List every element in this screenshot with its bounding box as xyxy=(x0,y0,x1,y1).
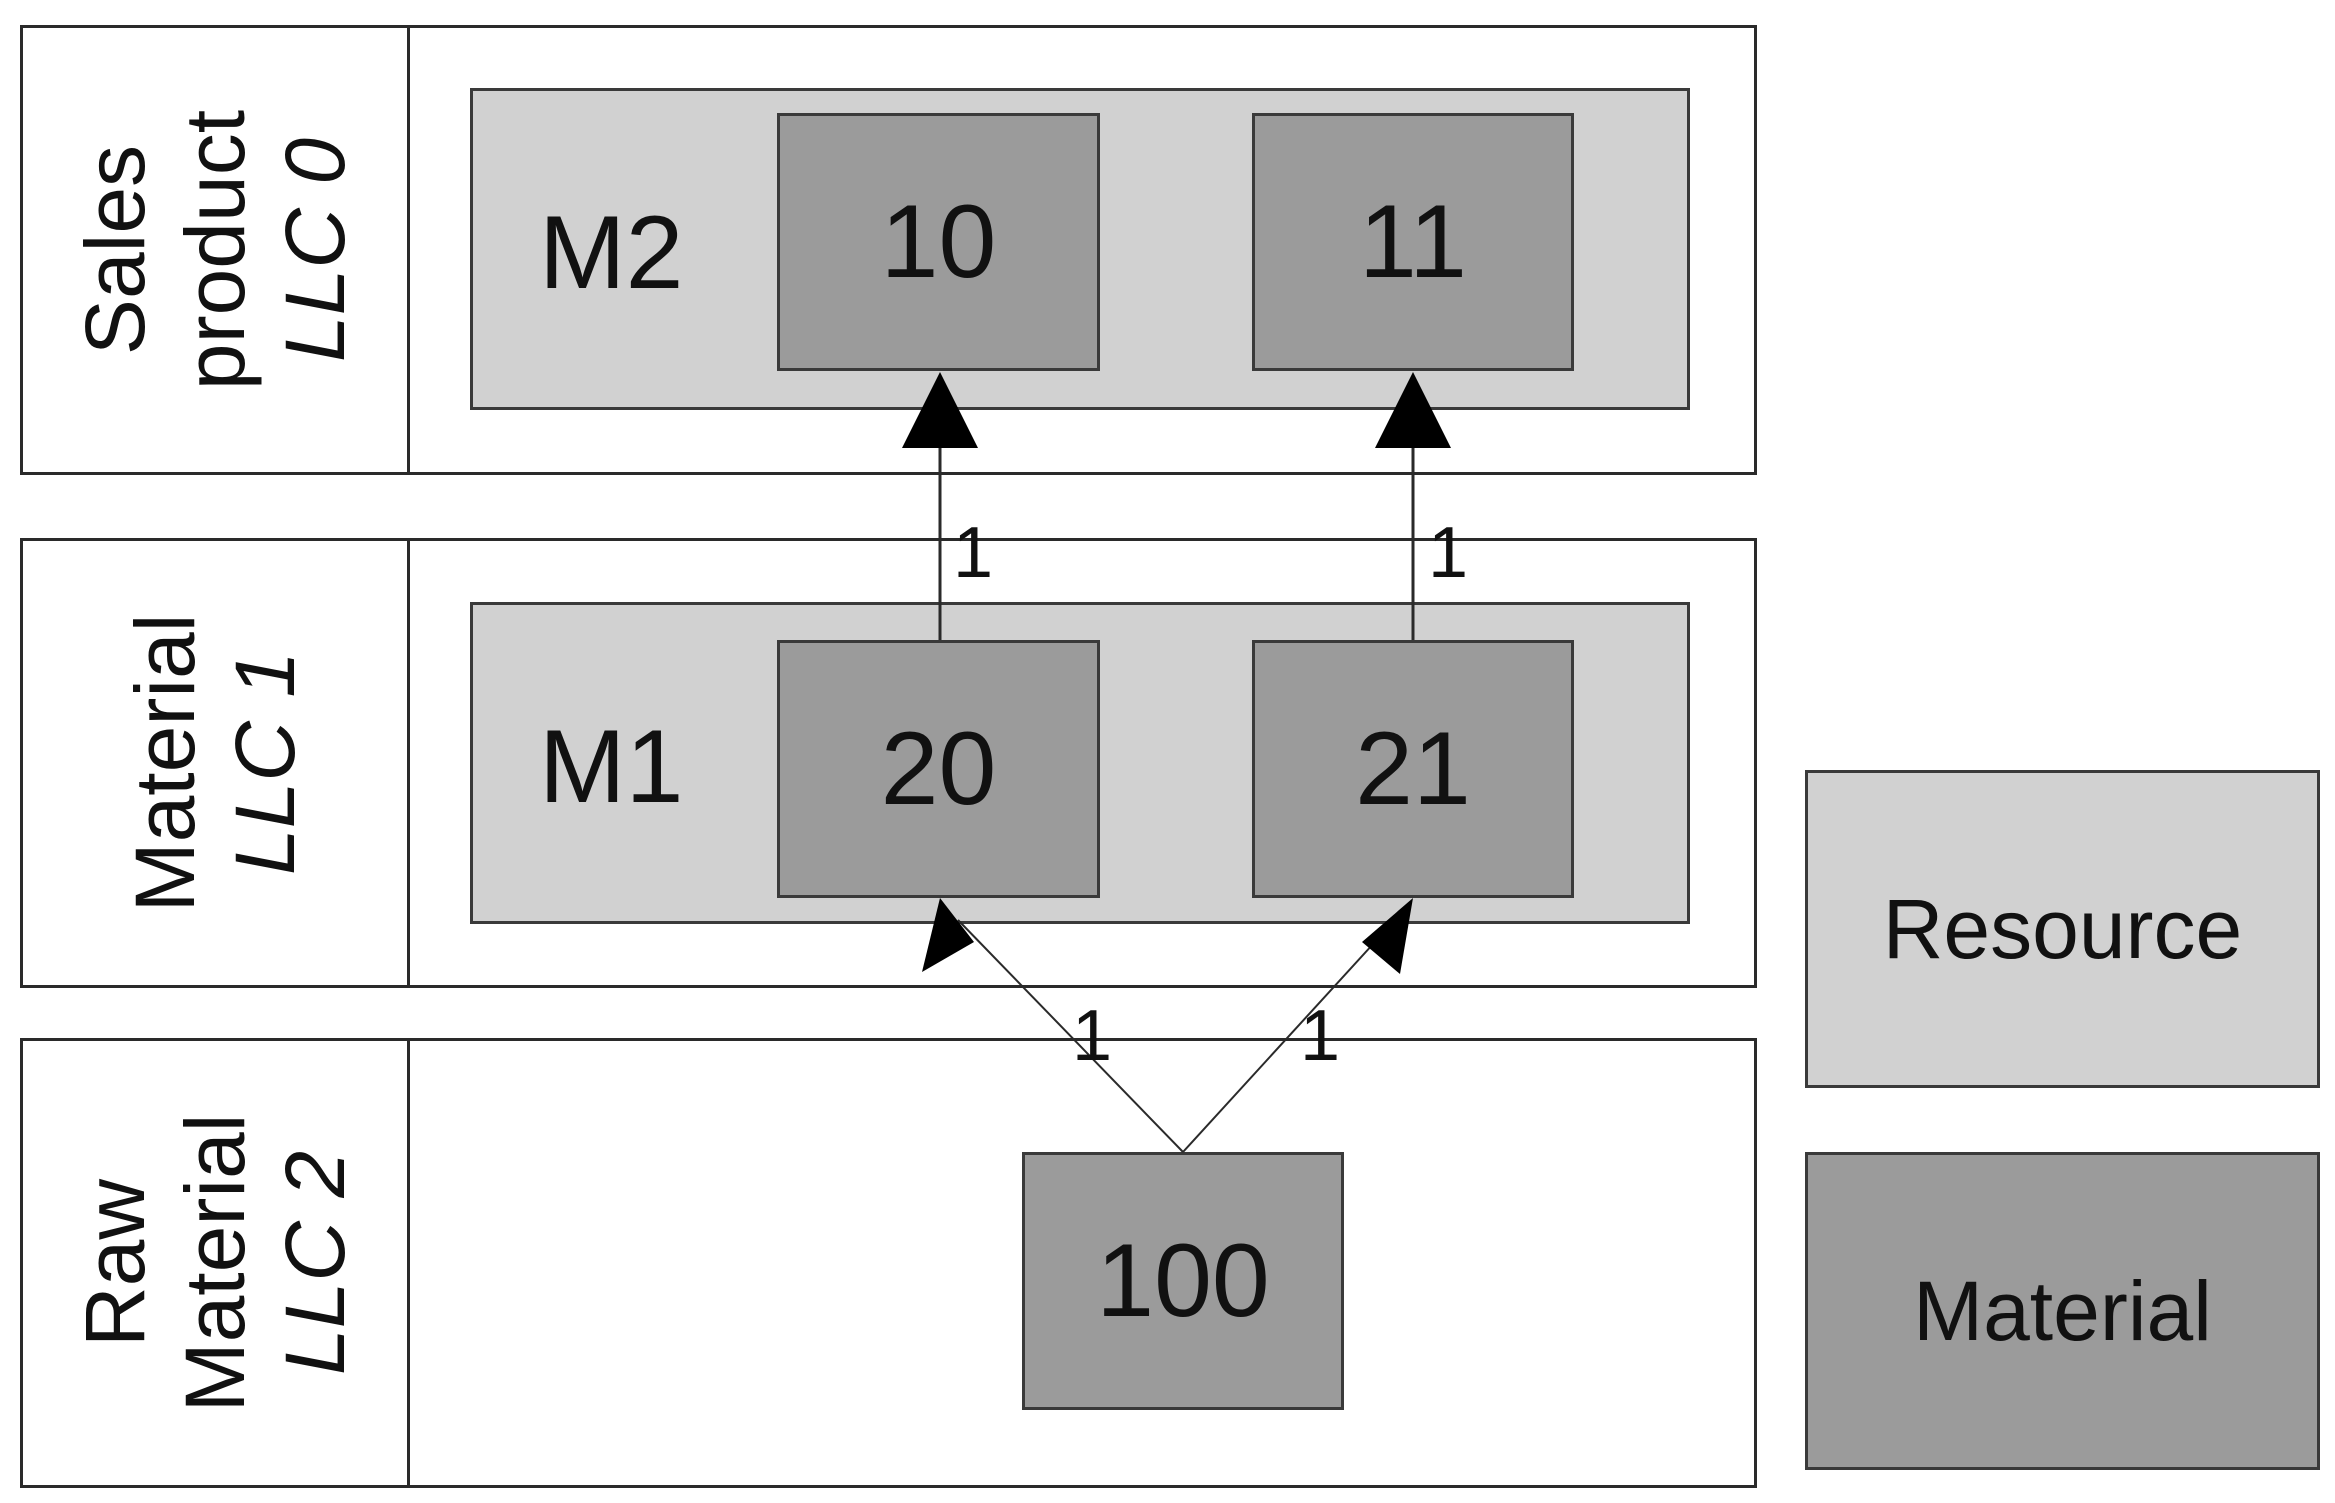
quantity-label-10: 1 xyxy=(953,513,994,593)
level-band-llc2: Raw Material LLC 2 xyxy=(20,1038,1757,1488)
quantity-label-21: 1 xyxy=(1300,996,1341,1076)
legend-resource: Resource xyxy=(1805,770,2320,1088)
arrow-100-to-20 xyxy=(957,919,1184,1153)
level-label-llc1: Material LLC 1 xyxy=(23,541,410,985)
material-100: 100 xyxy=(1022,1152,1344,1410)
arrow-100-to-21 xyxy=(1182,919,1396,1153)
arrowhead-21 xyxy=(1362,898,1413,974)
quantity-label-11: 1 xyxy=(1428,513,1469,593)
material-21: 21 xyxy=(1252,640,1574,898)
quantity-label-20: 1 xyxy=(1072,996,1113,1076)
resource-m2-label: M2 xyxy=(539,195,684,311)
material-11: 11 xyxy=(1252,113,1574,371)
legend-material: Material xyxy=(1805,1152,2320,1470)
level-label-llc0: Sales product LLC 0 xyxy=(23,28,410,472)
level-label-llc2: Raw Material LLC 2 xyxy=(23,1041,410,1485)
material-10: 10 xyxy=(777,113,1100,371)
arrowhead-20 xyxy=(922,898,974,972)
resource-m1-label: M1 xyxy=(539,709,684,825)
material-20: 20 xyxy=(777,640,1100,898)
arrowhead-10 xyxy=(902,372,978,448)
arrowhead-11 xyxy=(1375,372,1451,448)
